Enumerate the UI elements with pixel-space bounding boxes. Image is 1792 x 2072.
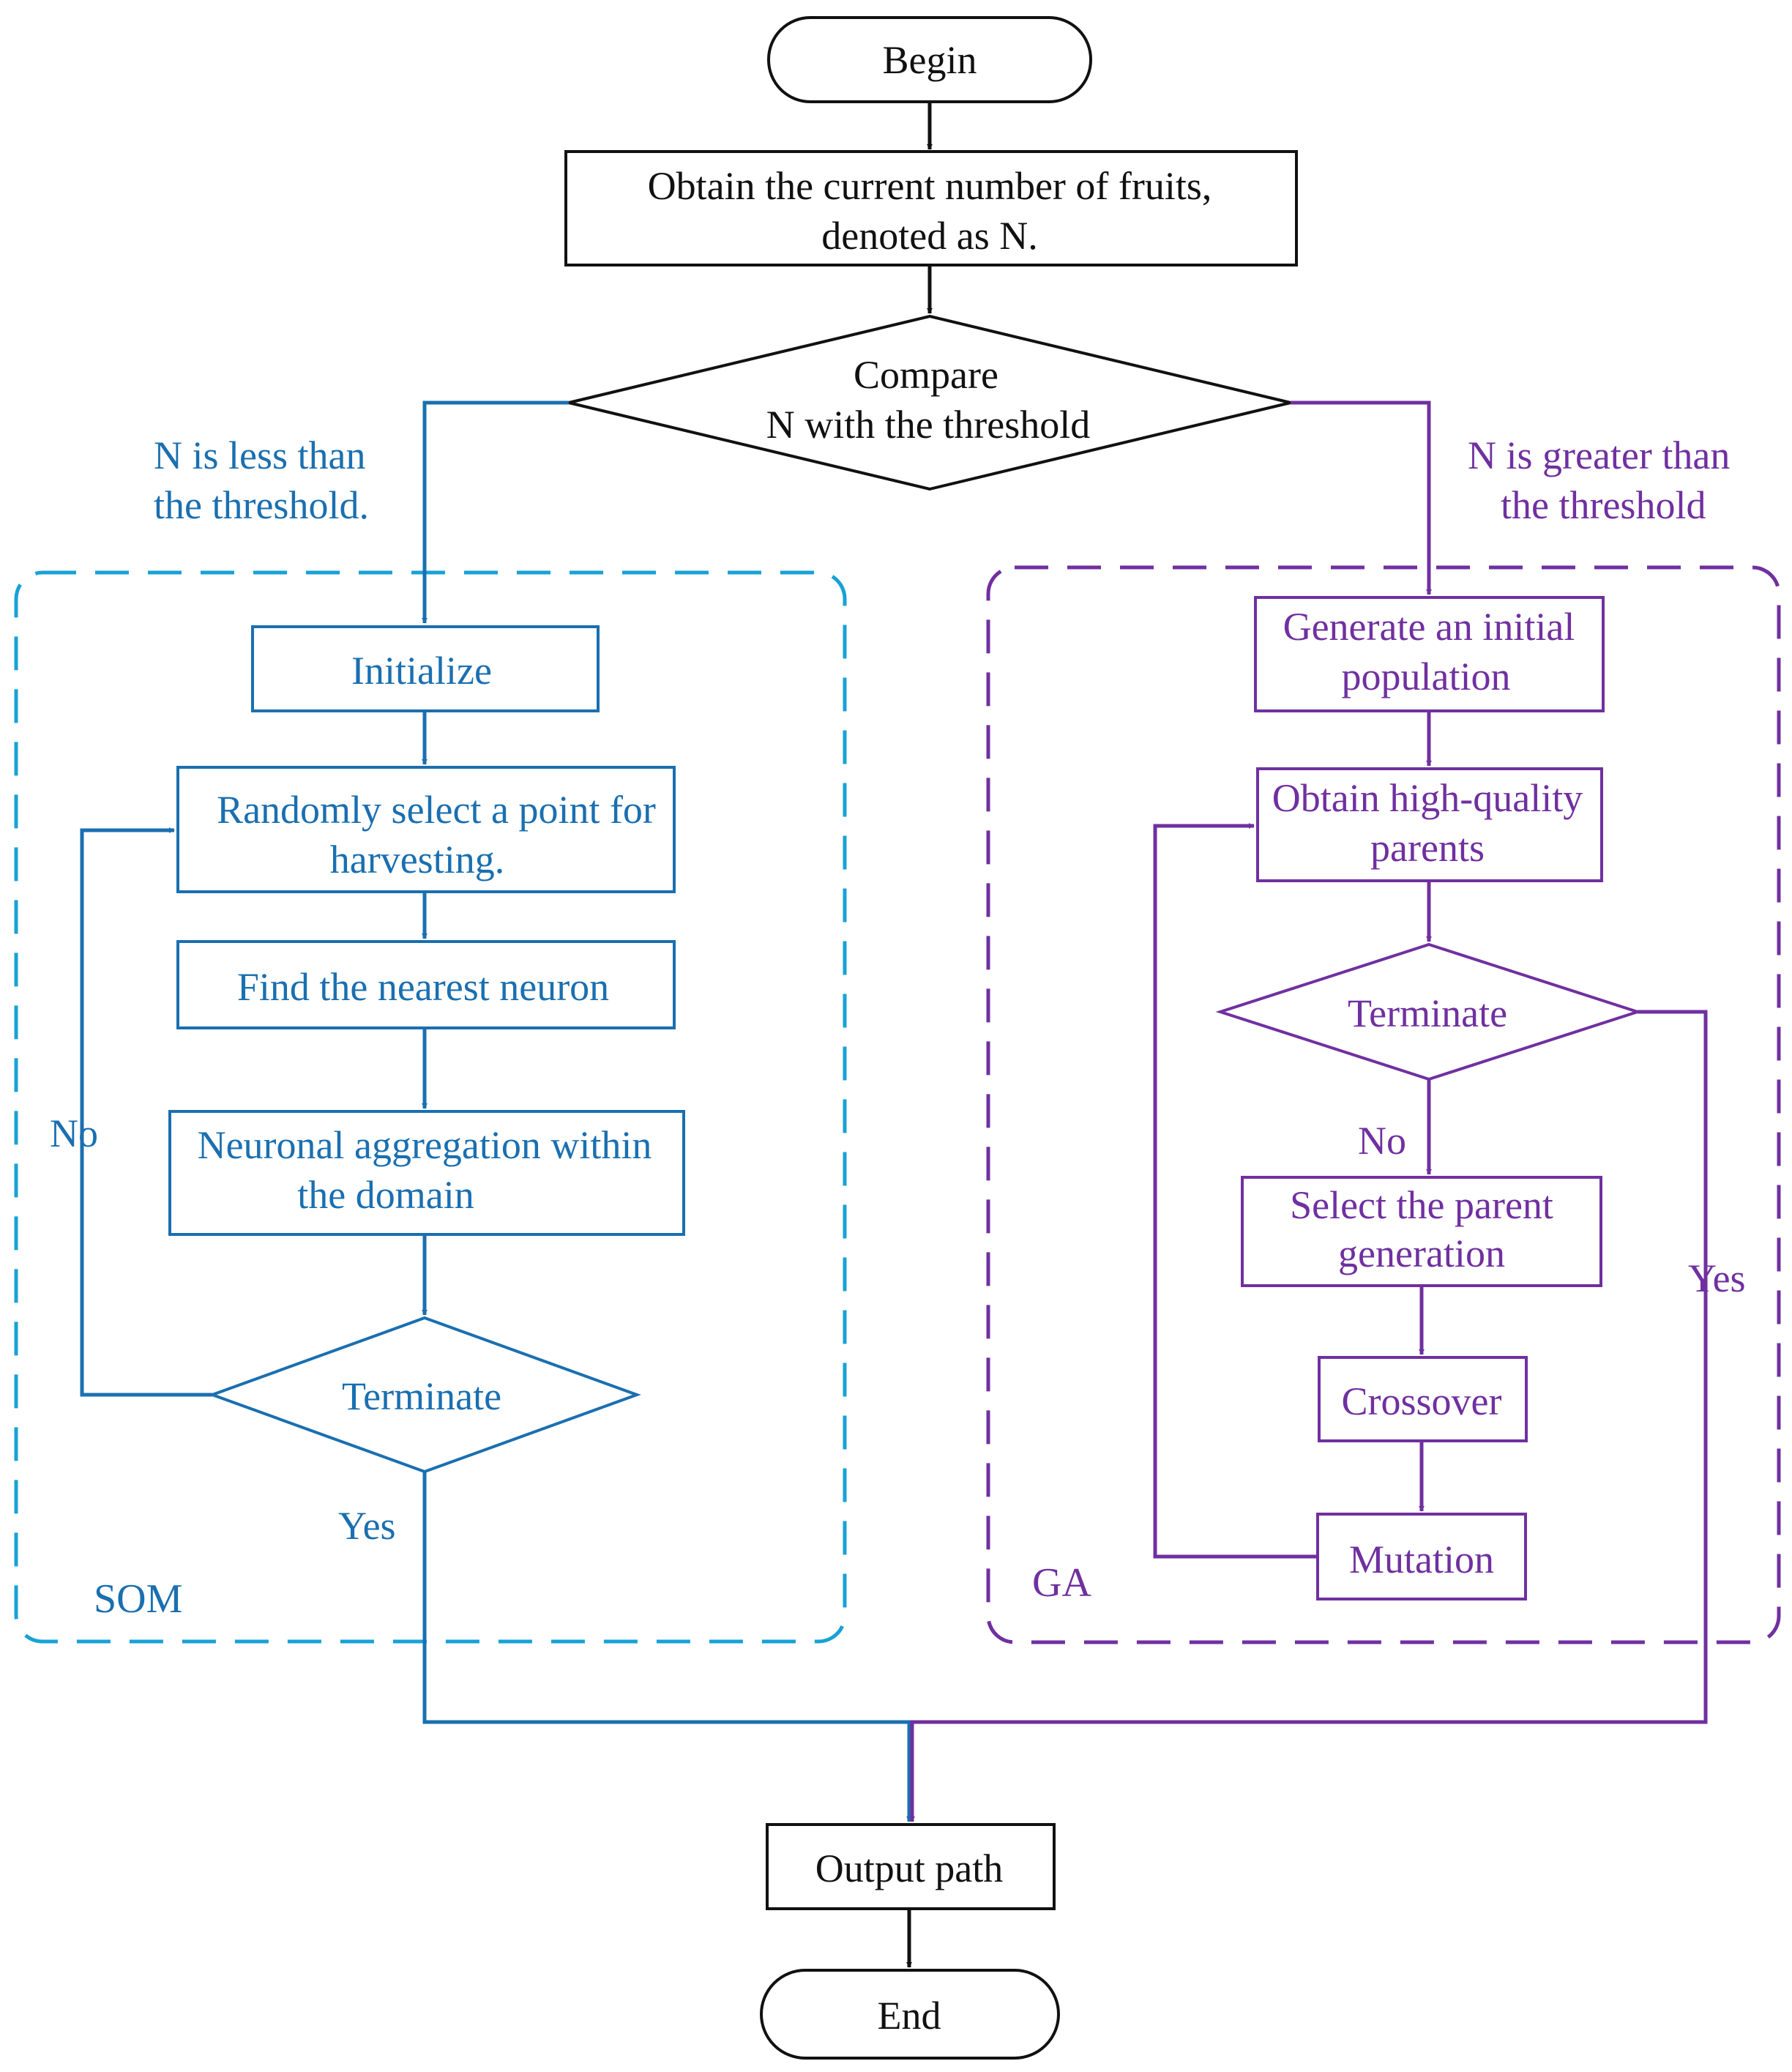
compare-decision	[568, 314, 1291, 491]
initialize-box	[251, 625, 600, 712]
compare-label-1: Compare	[854, 353, 998, 397]
initialize-label: Initialize	[351, 649, 492, 693]
select-parent-box	[1241, 1176, 1602, 1287]
select-parent-label-1: Select the parent	[1290, 1183, 1553, 1227]
branch-less-label-2: the threshold.	[154, 483, 369, 527]
obtain-parents-box	[1256, 767, 1603, 882]
ga-group-box	[986, 565, 1781, 1644]
som-group-label: SOM	[94, 1576, 182, 1622]
arrow-compare-to-som	[422, 400, 569, 624]
begin-label: Begin	[883, 38, 977, 82]
branch-less-label-1: N is less than	[154, 433, 366, 477]
som-yes-label: Yes	[338, 1504, 396, 1548]
ga-group-label: GA	[1032, 1560, 1091, 1606]
ga-loop-back	[1153, 823, 1318, 1559]
aggregation-label-1: Neuronal aggregation within	[198, 1123, 652, 1167]
output-path-label: Output path	[815, 1846, 1003, 1890]
nearest-neuron-box	[176, 940, 676, 1029]
obtain-parents-label-1: Obtain high-quality	[1272, 776, 1583, 820]
branch-greater-label-1: N is greater than	[1468, 433, 1730, 477]
select-parent-label-2: generation	[1338, 1231, 1505, 1275]
obtain-parents-label-2: parents	[1370, 826, 1485, 870]
crossover-label: Crossover	[1342, 1379, 1502, 1423]
ga-yes-label: Yes	[1688, 1256, 1746, 1300]
som-group-box	[14, 570, 847, 1644]
obtain-count-label-2: denoted as N.	[821, 214, 1037, 258]
som-loop-back	[80, 827, 212, 1397]
som-no-label: No	[50, 1111, 98, 1155]
random-select-label-1: Randomly select a point for	[217, 788, 656, 832]
branch-greater-label-2: the threshold	[1501, 483, 1706, 527]
aggregation-label-2: the domain	[297, 1173, 474, 1217]
ga-exit-path	[909, 1010, 1708, 1822]
ga-no-label: No	[1358, 1119, 1406, 1163]
nearest-neuron-label: Find the nearest neuron	[237, 965, 609, 1009]
mutation-label: Mutation	[1349, 1538, 1494, 1581]
som-exit-path	[422, 1472, 912, 1822]
arrow-compare-to-ga	[1291, 400, 1432, 595]
obtain-count-box	[564, 150, 1298, 267]
ga-terminate-label: Terminate	[1348, 991, 1507, 1035]
end-terminal	[760, 1969, 1060, 2060]
generate-population-label-2: population	[1342, 655, 1511, 698]
generate-population-box	[1254, 596, 1605, 712]
obtain-count-label-1: Obtain the current number of fruits,	[648, 164, 1212, 208]
generate-population-label-1: Generate an initial	[1283, 605, 1575, 649]
compare-label-2: N with the threshold	[766, 403, 1090, 447]
end-label: End	[878, 1994, 941, 2038]
aggregation-box	[168, 1110, 685, 1236]
crossover-box	[1318, 1356, 1528, 1442]
som-terminate-label: Terminate	[342, 1374, 501, 1418]
mutation-box	[1316, 1513, 1527, 1600]
random-select-label-2: harvesting.	[330, 838, 504, 882]
